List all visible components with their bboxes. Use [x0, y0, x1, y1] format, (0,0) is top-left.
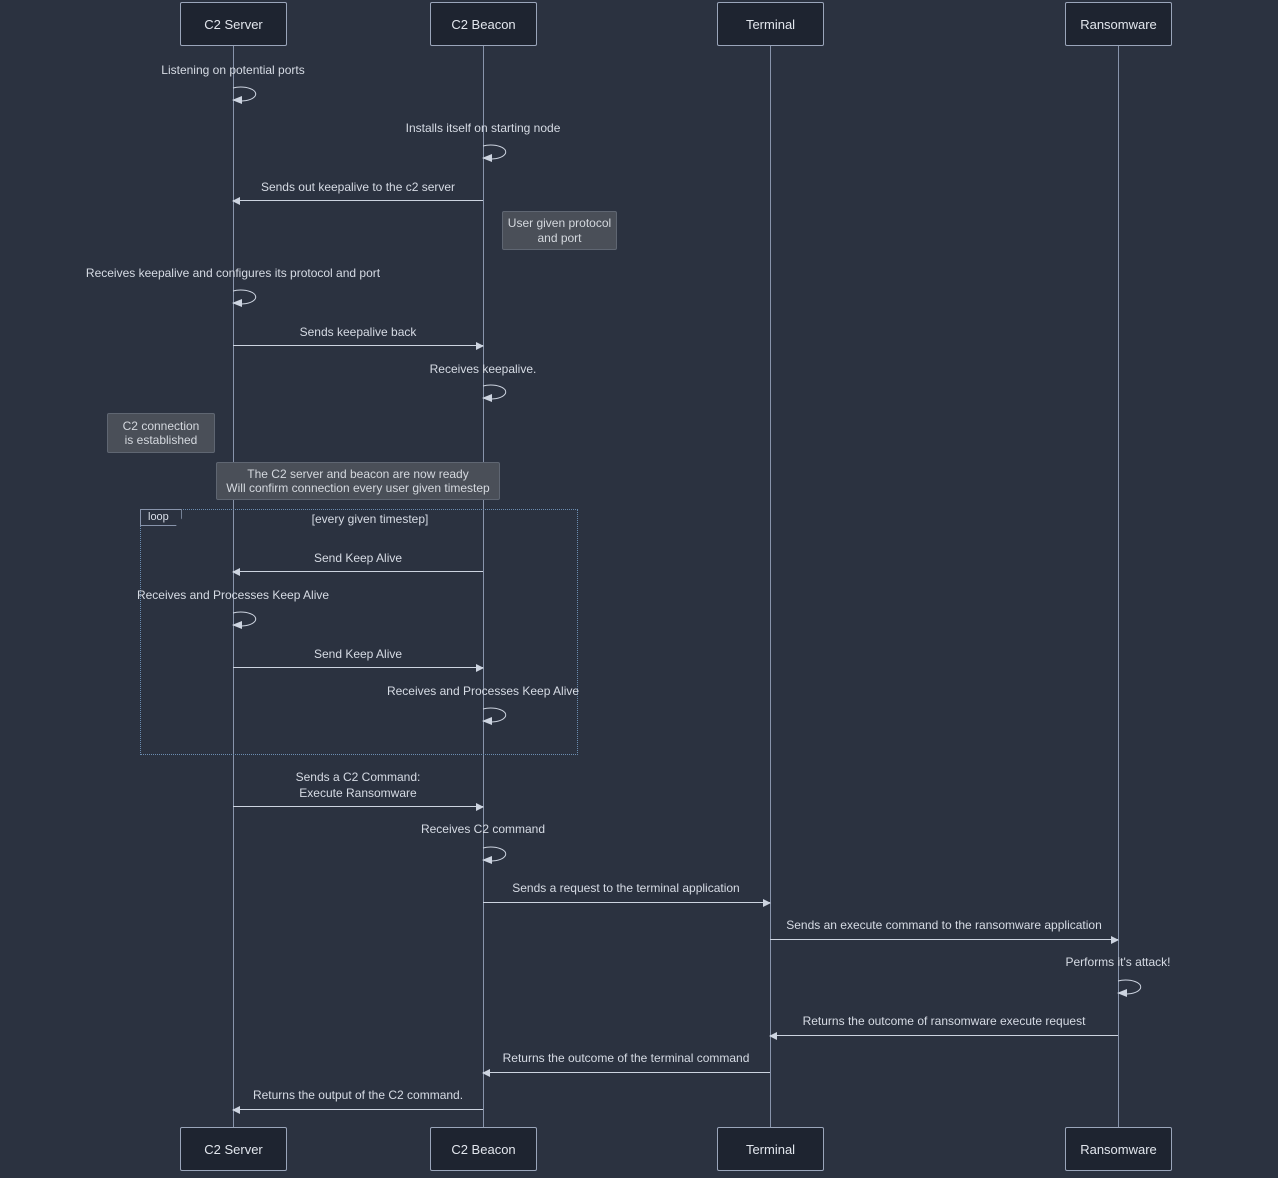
- self-message-loop-icon: [482, 384, 507, 402]
- message-label: Sends keepalive back: [299, 325, 417, 339]
- self-message-loop-icon: [232, 611, 257, 629]
- message-label: Sends out keepalive to the c2 server: [260, 180, 456, 194]
- note: The C2 server and beacon are now ready W…: [216, 462, 500, 500]
- lifeline-c2-server: [233, 46, 234, 1127]
- message-arrow: [232, 568, 483, 576]
- participant-top-terminal: Terminal: [717, 2, 824, 46]
- arrowhead-icon: [763, 899, 771, 907]
- participant-bottom-ransomware: Ransomware: [1065, 1127, 1172, 1171]
- self-message-loop-icon: [482, 707, 507, 725]
- message-arrow: [232, 1106, 483, 1114]
- message-label: Listening on potential ports: [161, 63, 305, 77]
- arrowhead-icon: [476, 342, 484, 350]
- message-label: Returns the outcome of ransomware execut…: [802, 1014, 1086, 1028]
- message-arrow: [770, 936, 1119, 944]
- note: User given protocol and port: [502, 211, 617, 250]
- self-message-loop-icon: [232, 86, 257, 104]
- message-label: Sends a C2 Command: Execute Ransomware: [295, 770, 421, 801]
- message-arrow: [233, 342, 484, 350]
- message-arrow: [483, 899, 771, 907]
- arrowhead-icon: [232, 568, 240, 576]
- self-message-loop-icon: [482, 846, 507, 864]
- arrowhead-icon: [769, 1032, 777, 1040]
- message-label: Performs it's attack!: [1065, 955, 1171, 969]
- message-label: Send Keep Alive: [313, 551, 403, 565]
- message-label: Sends a request to the terminal applicat…: [512, 881, 740, 895]
- lifeline-terminal: [770, 46, 771, 1127]
- participant-top-c2-server: C2 Server: [180, 2, 287, 46]
- message-arrow: [233, 664, 484, 672]
- message-arrow: [233, 803, 484, 811]
- message-label: Returns the output of the C2 command.: [252, 1088, 464, 1102]
- participant-bottom-terminal: Terminal: [717, 1127, 824, 1171]
- loop-condition: [every given timestep]: [311, 512, 429, 526]
- participant-bottom-c2-beacon: C2 Beacon: [430, 1127, 537, 1171]
- self-message-loop-icon: [232, 289, 257, 307]
- self-message-loop-icon: [482, 144, 507, 162]
- message-label: Returns the outcome of the terminal comm…: [502, 1051, 750, 1065]
- participant-top-c2-beacon: C2 Beacon: [430, 2, 537, 46]
- participant-top-ransomware: Ransomware: [1065, 2, 1172, 46]
- loop-label: loop: [140, 509, 182, 526]
- participant-bottom-c2-server: C2 Server: [180, 1127, 287, 1171]
- message-arrow: [232, 197, 483, 205]
- self-message-loop-icon: [1117, 979, 1142, 997]
- message-arrow: [769, 1032, 1118, 1040]
- message-label: Receives keepalive.: [429, 362, 537, 376]
- message-label: Sends an execute command to the ransomwa…: [786, 918, 1102, 932]
- message-label: Receives and Processes Keep Alive: [386, 684, 580, 698]
- message-arrow: [482, 1069, 770, 1077]
- message-label: Receives and Processes Keep Alive: [136, 588, 330, 602]
- arrowhead-icon: [232, 1106, 240, 1114]
- lifeline-ransomware: [1118, 46, 1119, 1127]
- arrowhead-icon: [1111, 936, 1119, 944]
- arrowhead-icon: [482, 1069, 490, 1077]
- note: C2 connection is established: [107, 413, 215, 453]
- loop-frame: [140, 509, 578, 755]
- message-label: Receives C2 command: [420, 822, 546, 836]
- lifeline-c2-beacon: [483, 46, 484, 1127]
- arrowhead-icon: [476, 664, 484, 672]
- message-label: Receives keepalive and configures its pr…: [85, 266, 381, 280]
- message-label: Send Keep Alive: [313, 647, 403, 661]
- arrowhead-icon: [232, 197, 240, 205]
- arrowhead-icon: [476, 803, 484, 811]
- message-label: Installs itself on starting node: [405, 121, 561, 135]
